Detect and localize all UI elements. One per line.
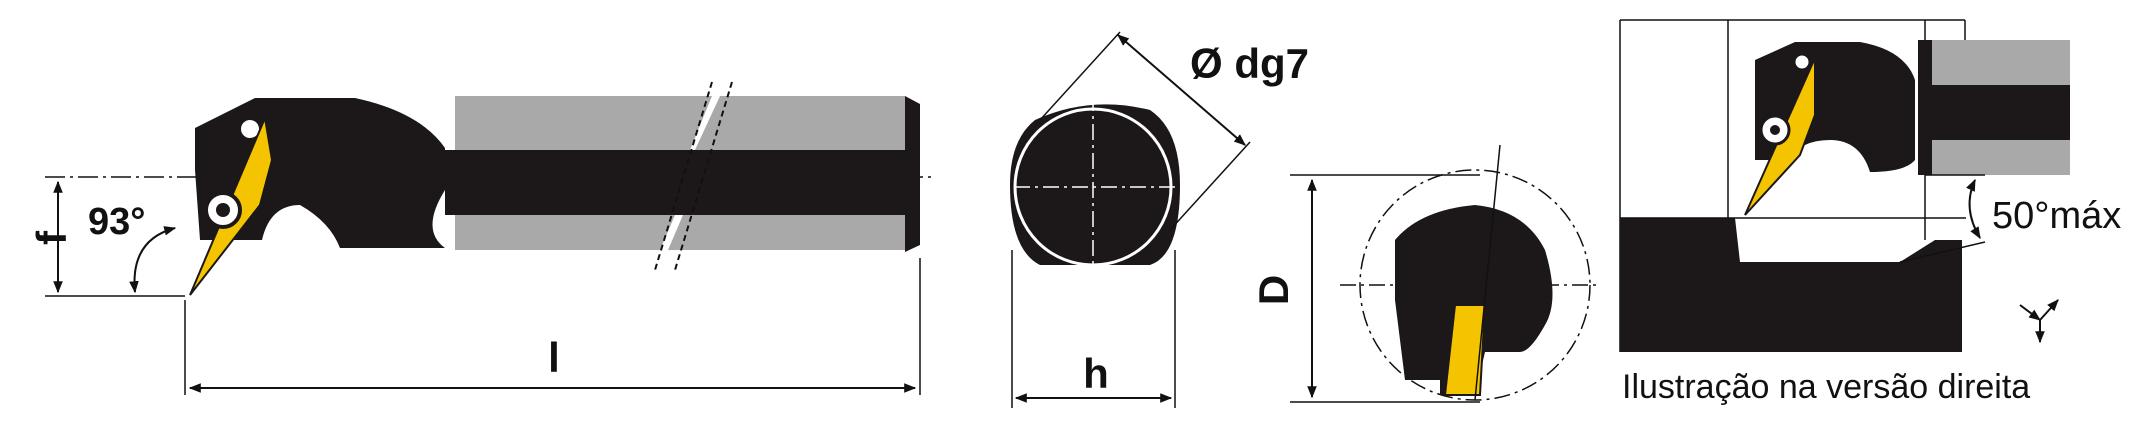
break-line — [654, 81, 713, 271]
dg7-dimension — [1117, 34, 1246, 146]
side-view: f 93° l — [28, 81, 935, 395]
cross-section: Ø dg7 h — [985, 31, 1309, 408]
f-label: f — [28, 230, 75, 245]
machining-illustration: 50°máx Ilustração na versão direita — [1619, 19, 2121, 406]
angle-50-arc — [1966, 178, 1981, 240]
l-label: l — [548, 334, 560, 381]
h-label: h — [1083, 350, 1109, 397]
shank-core — [445, 150, 905, 215]
angle-93-arc — [129, 226, 177, 294]
feed-direction-icon — [2019, 299, 2059, 344]
angle-93-label: 93° — [88, 201, 145, 243]
dg7-label: Ø dg7 — [1190, 40, 1309, 87]
bar-front — [1395, 205, 1553, 395]
angle-50-label: 50°máx — [1992, 195, 2121, 237]
shank-end — [905, 96, 920, 252]
workpiece — [1620, 218, 1962, 352]
D-label: D — [1250, 275, 1297, 305]
shank-flat-bottom — [455, 215, 675, 250]
bore-view: D — [1250, 144, 1600, 403]
illustration-caption: Ilustração na versão direita — [1622, 368, 2030, 406]
insert-front — [1443, 304, 1487, 396]
shank-flat-top — [455, 96, 712, 150]
